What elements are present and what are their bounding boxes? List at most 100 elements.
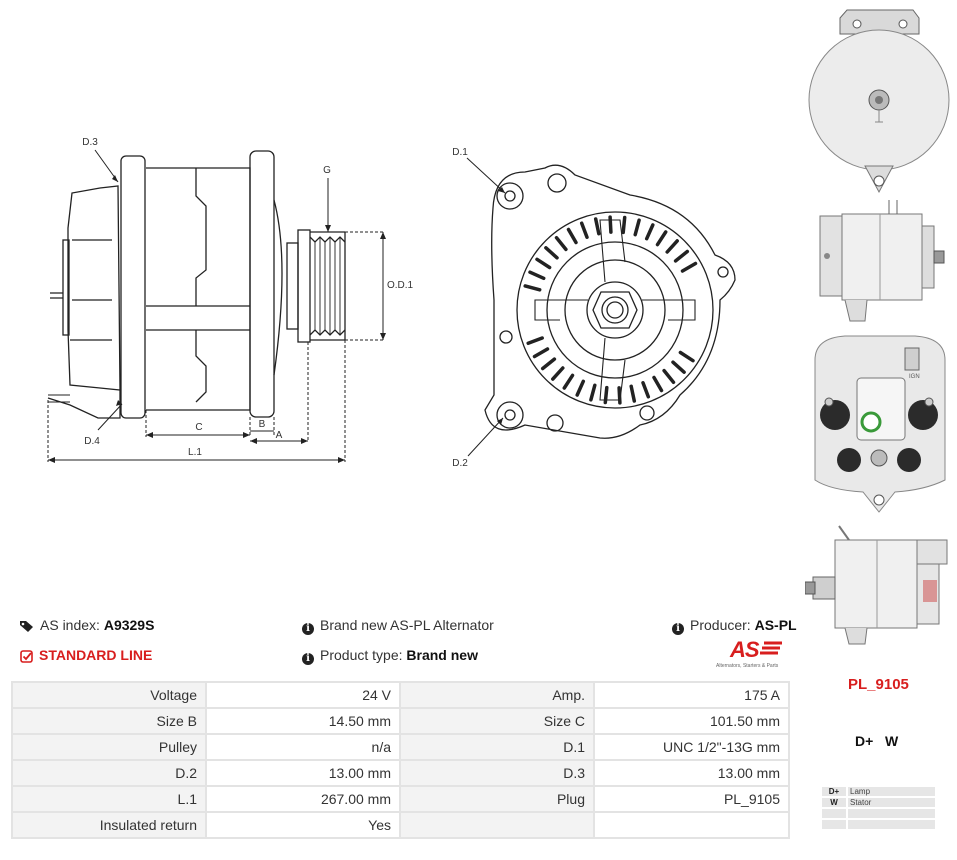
d1-label: D.1	[452, 147, 468, 158]
cooling-slot	[671, 360, 686, 374]
spec-value	[593, 811, 790, 839]
cooling-slot	[554, 235, 568, 252]
housing-seam	[195, 168, 207, 403]
spec-value: 175 A	[593, 681, 790, 709]
cooling-slot	[652, 375, 664, 393]
checkbox-checked-icon	[20, 649, 33, 663]
legend-terminal: D+	[822, 787, 848, 798]
cooling-slot	[680, 261, 698, 273]
producer-value: AS-PL	[754, 617, 797, 633]
cooling-slot	[621, 215, 627, 235]
spec-key: Pulley	[11, 733, 207, 761]
photo-rear-view: IGN	[814, 335, 946, 513]
as-index: AS index: A9329S	[20, 617, 154, 633]
spec-value: 101.50 mm	[593, 707, 790, 735]
a-label: A	[276, 430, 283, 441]
spec-key: D.2	[11, 759, 207, 787]
info-icon: i	[302, 653, 314, 665]
cooling-slot	[644, 223, 655, 241]
terminal-labels: D+ W	[855, 733, 899, 749]
cooling-slot	[566, 227, 578, 245]
spec-value: Yes	[205, 811, 401, 839]
cooling-slots	[523, 215, 698, 405]
pulley-rib-lines	[314, 237, 341, 335]
spec-key: L.1	[11, 785, 207, 813]
photo-side-view-2	[805, 525, 948, 645]
info-icon: i	[302, 623, 314, 635]
cooling-slot	[603, 385, 609, 405]
d4-leader	[97, 403, 123, 431]
terminal-stud	[50, 292, 63, 299]
standard-line-text: STANDARD LINE	[39, 647, 153, 663]
legend-description: Stator	[847, 797, 935, 809]
housing-shape	[146, 167, 251, 411]
logo-tagline: Alternators, Starters & Parts	[716, 663, 779, 669]
fan-shape	[286, 242, 299, 330]
cooling-slot	[589, 383, 597, 402]
as-pl-logo: AS Alternators, Starters & Parts	[716, 638, 792, 670]
b-label: B	[259, 419, 266, 430]
cooling-slot	[532, 347, 550, 359]
legend-terminal: W	[822, 797, 848, 809]
spec-key: D.1	[399, 733, 595, 761]
legend-description: Lamp	[847, 787, 935, 798]
cooling-slot	[579, 221, 589, 239]
brand-info: i Brand new AS-PL Alternator	[302, 617, 494, 635]
pulley-hub-shape	[297, 229, 311, 343]
cooling-slot	[678, 350, 695, 363]
standard-line-badge[interactable]: STANDARD LINE	[20, 647, 152, 663]
rear-cover-shape	[67, 185, 121, 391]
logo-text: AS	[730, 637, 760, 662]
cooling-slot	[544, 246, 559, 260]
front-bearing-curve	[273, 199, 283, 376]
spec-key: Amp.	[399, 681, 595, 709]
cooling-slot	[673, 249, 690, 263]
od1-label: O.D.1	[387, 280, 414, 291]
d1-leader	[466, 157, 506, 194]
plug-label: PL_9105	[848, 676, 909, 693]
cooling-slot	[575, 379, 586, 397]
technical-drawing: D.3 D.4 G O.D.1 C B A L.1 D.1 D.2	[47, 137, 736, 469]
spec-value: UNC 1/2"-13G mm	[593, 733, 790, 761]
cooling-slot	[662, 368, 676, 385]
d4-label: D.4	[84, 436, 100, 447]
pulley-grooves	[309, 236, 346, 336]
cooling-slot	[540, 357, 557, 371]
spec-key: Size B	[11, 707, 207, 735]
cooling-slot	[593, 217, 601, 236]
tags-icon	[20, 621, 33, 633]
rear-cover-lines	[70, 239, 112, 341]
product-type-label: Product type:	[320, 647, 403, 663]
producer-label: Producer:	[690, 617, 751, 633]
cooling-slot	[633, 218, 641, 237]
spec-key: Voltage	[11, 681, 207, 709]
legend-row	[822, 808, 935, 820]
front-view	[484, 164, 736, 439]
housing-gap	[146, 305, 250, 331]
cooling-slot	[528, 270, 546, 281]
d3-label: D.3	[82, 137, 98, 148]
mount-foot	[47, 390, 121, 419]
info-icon: i	[672, 623, 684, 635]
spec-value: 13.00 mm	[205, 759, 401, 787]
spec-key: Size C	[399, 707, 595, 735]
l1-label: L.1	[188, 447, 202, 458]
spec-value: 13.00 mm	[593, 759, 790, 787]
brand-text: Brand new AS-PL Alternator	[320, 617, 494, 633]
legend-terminal	[822, 808, 848, 820]
cooling-slot	[655, 230, 668, 247]
legend-row: D+Lamp	[822, 787, 935, 798]
cooling-slot	[523, 284, 542, 292]
cooling-slot	[551, 366, 565, 381]
spec-value: 267.00 mm	[205, 785, 401, 813]
foot-stud	[48, 394, 70, 403]
spec-key: Plug	[399, 785, 595, 813]
legend-row	[822, 819, 935, 831]
producer-info: i Producer: AS-PL	[672, 617, 797, 635]
cooling-slot	[562, 373, 575, 390]
